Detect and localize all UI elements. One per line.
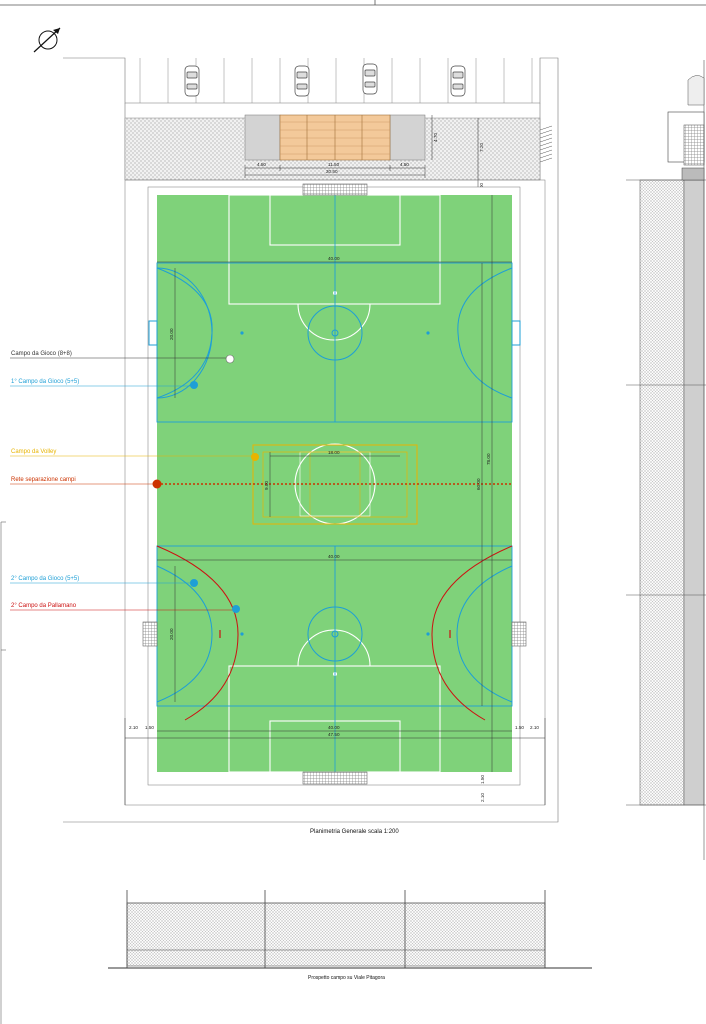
bench-right — [511, 621, 527, 647]
legend-8x8: Campo da Gioco (8+8) — [11, 351, 72, 357]
legend-volley: Campo da Volley — [11, 449, 56, 455]
dim-margin-right-outer: 2.10 — [530, 725, 539, 730]
dim-entrance-right: 4.50 — [400, 162, 409, 167]
car-icon — [294, 65, 310, 97]
north-arrow-icon — [33, 27, 61, 53]
access-stairs — [539, 125, 553, 163]
side-elevation — [626, 60, 706, 860]
marker-handball — [232, 605, 240, 613]
handball-court — [156, 545, 513, 721]
dim-margin-left-inner: 1.50 — [145, 725, 154, 730]
dimension-lines-field — [124, 195, 546, 805]
dim-entrance-center: 11.50 — [328, 162, 340, 167]
front-elevation — [108, 890, 592, 969]
dim-total-width: 47.50 — [328, 732, 340, 737]
dim-margin-right-inner: 1.50 — [515, 725, 524, 730]
dim-field-width-bottom: 40.00 — [328, 725, 340, 730]
dim-field-width-mid: 40.00 — [328, 554, 340, 559]
legend-5x5-second: 2° Campo da Gioco (5+5) — [11, 576, 79, 582]
dim-goal-area-bottom: 20.00 — [169, 628, 174, 640]
marker-net — [152, 479, 162, 489]
dim-field-width-top: 40.00 — [328, 256, 340, 261]
elevation-caption: Prospetto campo su Viale Pitagora — [308, 975, 385, 981]
field-enclosure — [124, 179, 546, 806]
bench-left — [142, 621, 158, 647]
dimension-lines-top — [244, 115, 479, 195]
plan-title: Planimetria Generale scala 1:200 — [310, 829, 399, 835]
field-spot — [426, 632, 430, 636]
dim-top-right: 7.20 — [479, 143, 484, 152]
field-spot — [240, 632, 244, 636]
dim-goal-area-top: 20.00 — [169, 328, 174, 340]
field-spot — [426, 331, 430, 335]
dim-entrance-left: 4.50 — [257, 162, 266, 167]
dim-entrance-depth: 4.70 — [433, 133, 438, 142]
dim-entrance-total: 20.50 — [326, 169, 338, 174]
entrance-side-left — [244, 114, 281, 161]
legend-leaders — [10, 357, 255, 611]
goal-bottom — [302, 771, 368, 785]
marker-5x5-first — [190, 381, 198, 389]
dim-bottom-a: 2.10 — [480, 793, 485, 802]
dim-bottom-b: 1.50 — [480, 775, 485, 784]
entrance-building — [279, 114, 391, 161]
car-icon — [362, 63, 378, 95]
car-icon — [450, 65, 466, 97]
goals — [148, 320, 521, 346]
dim-field-length: 60.00 — [476, 478, 481, 490]
marker-volley — [251, 453, 259, 461]
legend-5x5-first: 1° Campo da Gioco (5+5) — [11, 379, 79, 385]
marker-5x5-second — [190, 579, 198, 587]
car-icon — [184, 65, 200, 97]
dim-margin-left-outer: 2.10 — [129, 725, 138, 730]
legend-handball: 2° Campo da Pallamano — [11, 603, 77, 609]
goal-top — [302, 183, 368, 196]
dim-volley-depth: 9.00 — [264, 481, 269, 490]
entrance-side-right — [389, 114, 426, 161]
field-spot — [240, 331, 244, 335]
dim-total-length: 78.00 — [486, 453, 491, 465]
marker-8x8 — [225, 354, 235, 364]
legend-net: Rete separazione campi — [11, 477, 76, 483]
dim-volley-width: 18.00 — [328, 450, 340, 455]
